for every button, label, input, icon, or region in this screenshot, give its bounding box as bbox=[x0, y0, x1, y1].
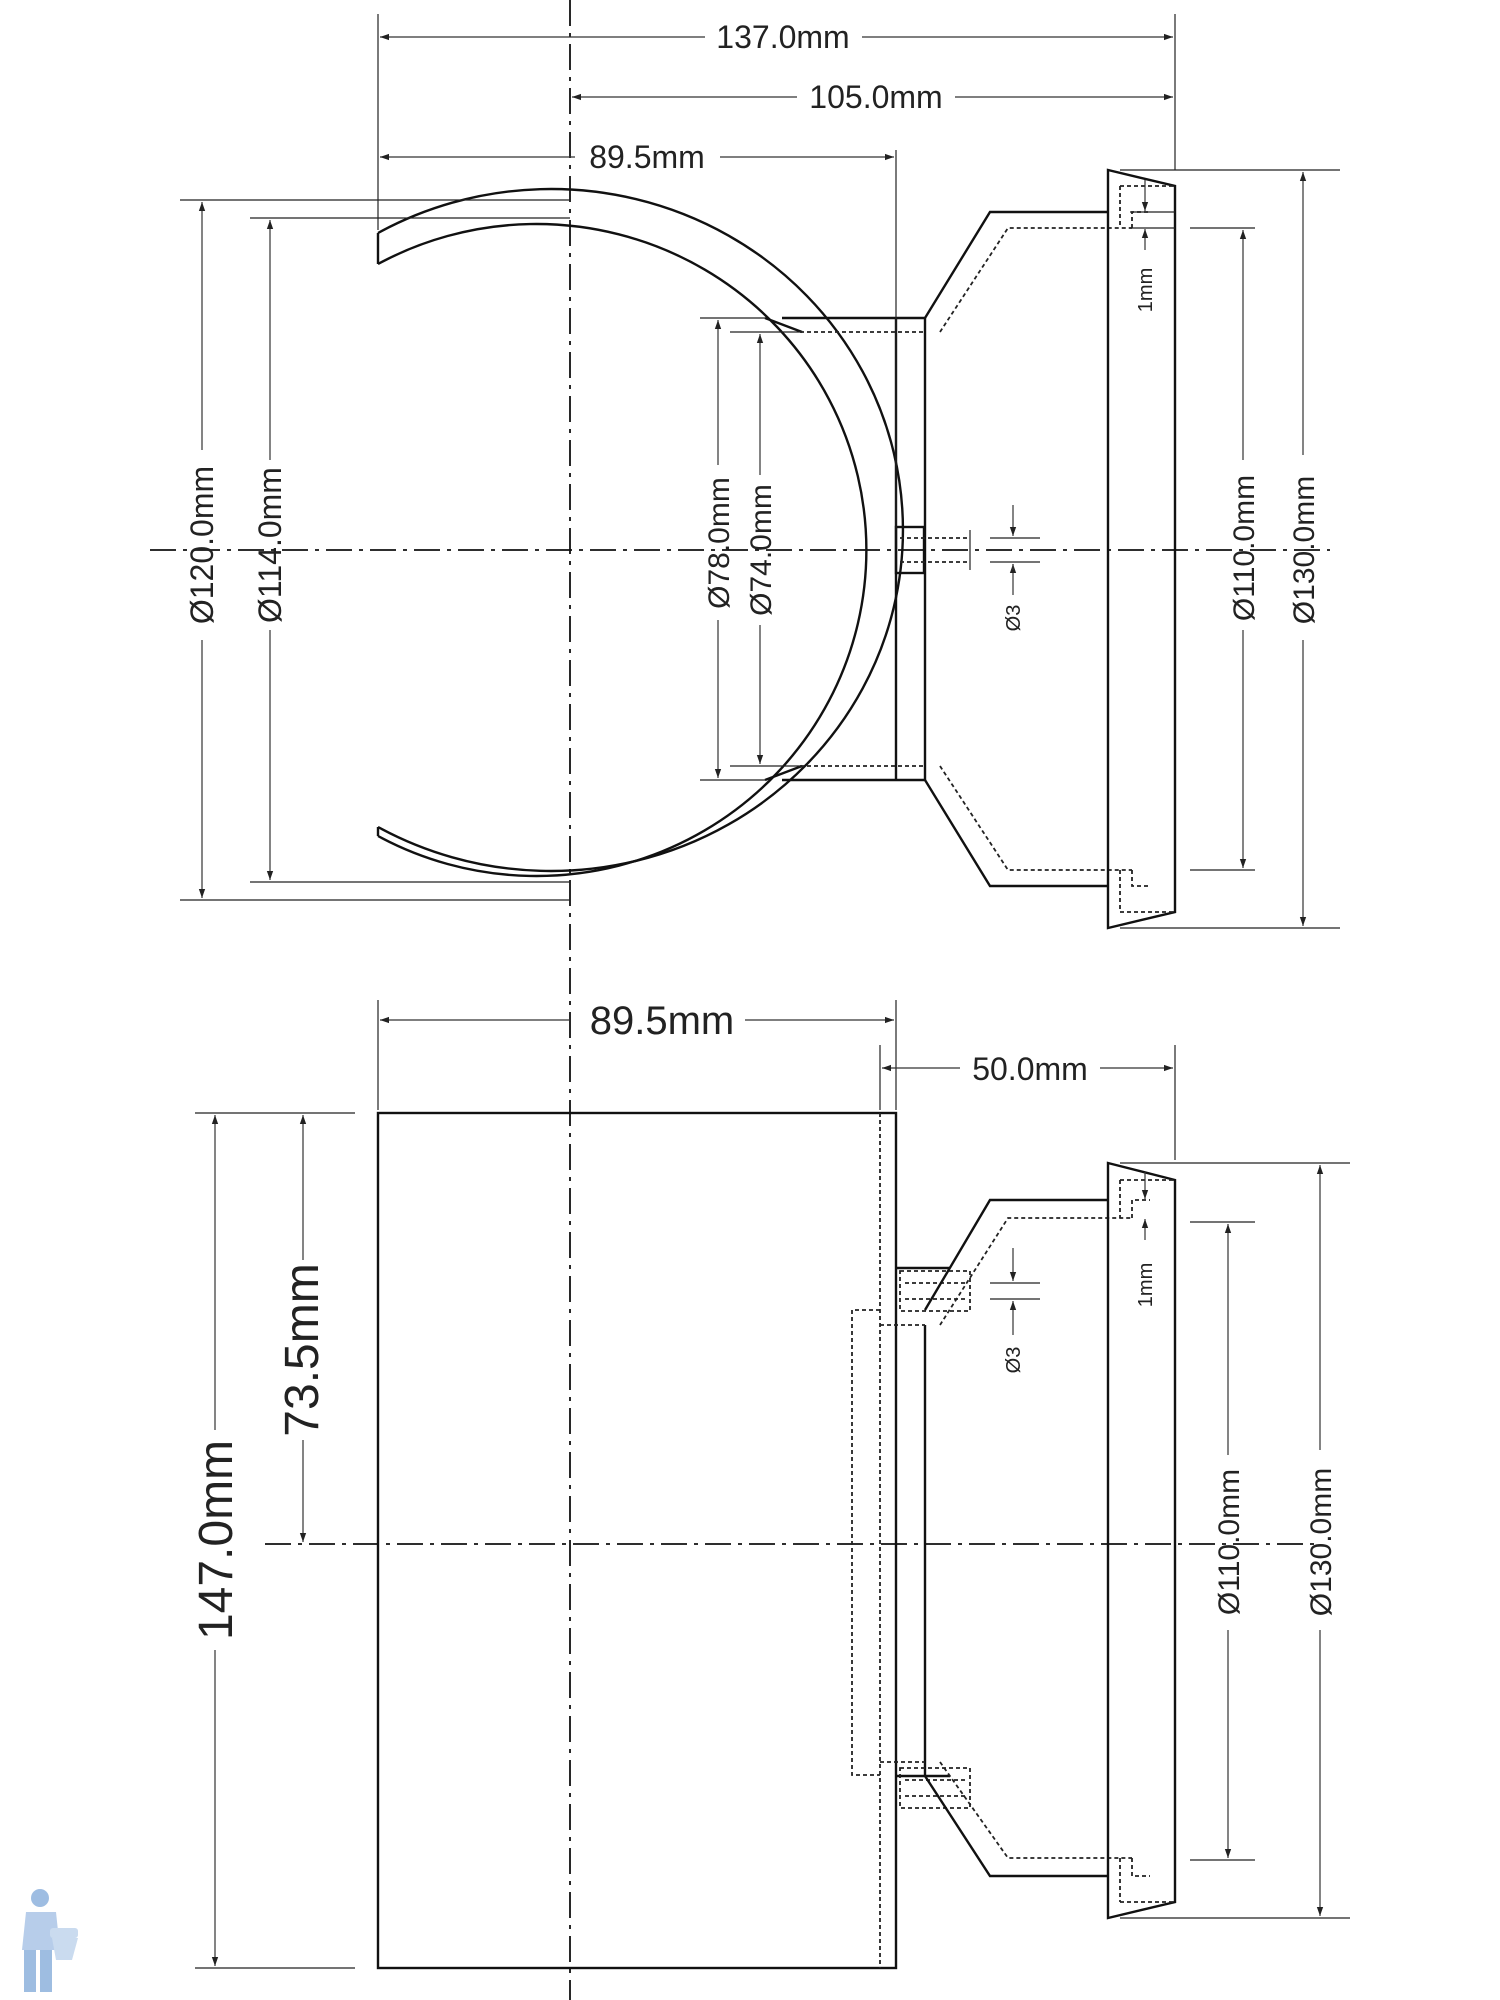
dim-label-ring-depth: 89.5mm bbox=[589, 139, 705, 175]
dim-label-body-depth: 89.5mm bbox=[590, 999, 735, 1043]
dim-flange-offset: 50.0mm bbox=[882, 1051, 1173, 1087]
dim-label-height: 147.0mm bbox=[190, 1440, 243, 1640]
dim-side-flange-inner-dia: Ø110.0mm bbox=[1213, 1224, 1246, 1858]
dim-side-flange-outer-dia: Ø130.0mm bbox=[1305, 1165, 1338, 1916]
top-extension-lines bbox=[180, 14, 1340, 929]
dim-flange-inner-dia: Ø110.0mm bbox=[1228, 230, 1261, 868]
dim-label-side-flange-outer-dia: Ø130.0mm bbox=[1305, 1468, 1338, 1616]
dim-neck-inner-dia: Ø74.0mm bbox=[745, 334, 778, 764]
dim-side-wall-thickness: 1mm bbox=[1135, 1172, 1157, 1307]
dim-label-ring-outer-dia: Ø120.0mm bbox=[184, 466, 220, 624]
dim-label-flange-inner-dia: Ø110.0mm bbox=[1228, 475, 1261, 621]
neck-front-bottom bbox=[764, 764, 803, 782]
dim-label-flange-outer-dia: Ø130.0mm bbox=[1288, 476, 1321, 624]
dim-label-ring-inner-dia: Ø114.0mm bbox=[252, 467, 288, 623]
dim-side-hole-dia: Ø3 bbox=[1003, 1248, 1025, 1373]
dim-wall-thickness: 1mm bbox=[1135, 180, 1157, 312]
dim-label-side-flange-inner-dia: Ø110.0mm bbox=[1213, 1469, 1246, 1615]
boss-hole bbox=[894, 525, 971, 575]
dim-half-height: 73.5mm bbox=[276, 1115, 329, 1542]
dim-ring-depth: 89.5mm bbox=[380, 139, 894, 175]
dim-label-wall-thickness: 1mm bbox=[1135, 268, 1157, 312]
dim-body-depth: 89.5mm bbox=[380, 999, 894, 1043]
body bbox=[376, 1111, 898, 1970]
dim-hole-dia: Ø3 bbox=[1003, 505, 1025, 631]
dim-label-side-wall-thickness: 1mm bbox=[1135, 1263, 1157, 1307]
dim-label-neck-inner-dia: Ø74.0mm bbox=[745, 484, 778, 616]
dim-overall-width: 137.0mm bbox=[380, 19, 1173, 55]
dim-flange-outer-dia: Ø130.0mm bbox=[1288, 172, 1321, 926]
dim-label-flange-offset: 50.0mm bbox=[972, 1051, 1088, 1087]
plumber-logo-icon bbox=[22, 1889, 78, 1992]
cone bbox=[923, 210, 1132, 888]
ring-inner-arc bbox=[377, 222, 868, 878]
ring-outer-arc bbox=[377, 187, 905, 873]
dim-ring-inner-dia: Ø114.0mm bbox=[252, 220, 288, 880]
dim-label-neck-outer-dia: Ø78.0mm bbox=[703, 477, 736, 609]
dim-ring-outer-dia: Ø120.0mm bbox=[184, 202, 220, 898]
side-neck bbox=[851, 1266, 950, 1778]
dim-neck-outer-dia: Ø78.0mm bbox=[703, 320, 736, 778]
top-view: 137.0mm 105.0mm 89.5mm Ø120.0mm Ø114.0mm bbox=[150, 0, 1340, 2000]
dim-label-width-from-axis: 105.0mm bbox=[809, 79, 942, 115]
dim-label-side-hole-dia: Ø3 bbox=[1003, 1347, 1025, 1374]
dim-label-hole-dia: Ø3 bbox=[1003, 605, 1025, 632]
side-cone bbox=[923, 1198, 1132, 1878]
side-extension-lines bbox=[195, 1000, 1350, 1969]
dim-height: 147.0mm bbox=[190, 1115, 243, 1966]
side-flange bbox=[1106, 1161, 1177, 1920]
side-view: 89.5mm 50.0mm 147.0mm 73.5mm Ø3 bbox=[190, 999, 1350, 1970]
dim-label-half-height: 73.5mm bbox=[276, 1263, 329, 1436]
neck-front-top bbox=[764, 316, 803, 334]
dim-label-overall-width: 137.0mm bbox=[716, 19, 849, 55]
side-bosses bbox=[899, 1270, 971, 1809]
dim-width-from-axis: 105.0mm bbox=[572, 79, 1173, 115]
